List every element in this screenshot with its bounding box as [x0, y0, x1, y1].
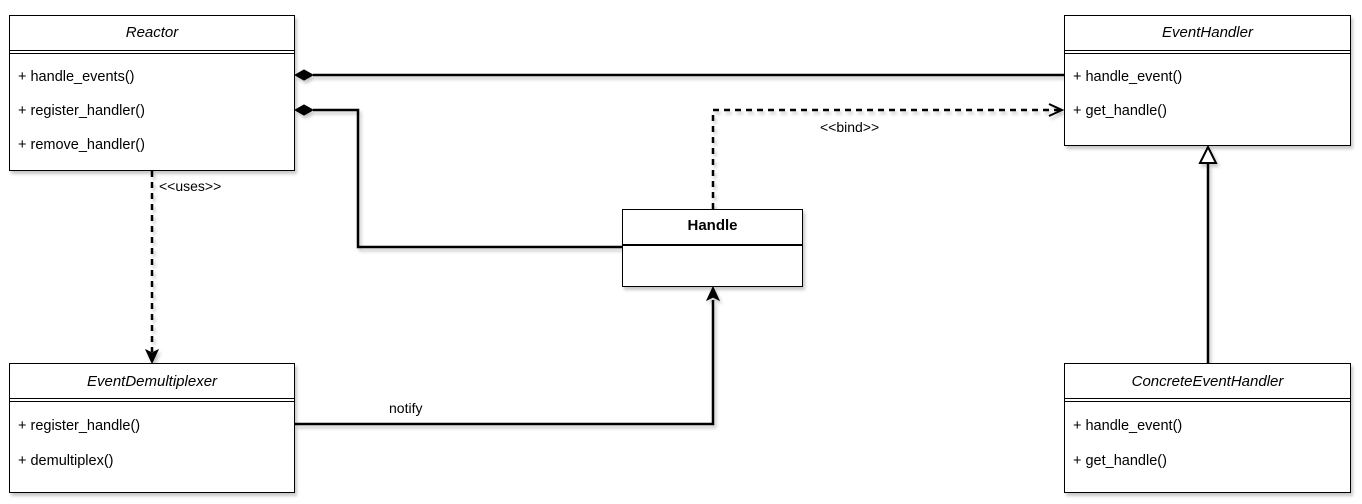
uses-label: <<uses>>	[159, 178, 222, 194]
event-demultiplexer-class-name: EventDemultiplexer	[86, 373, 218, 390]
event-demultiplexer-class[interactable]: EventDemultiplexer + register_handle() +…	[9, 363, 295, 493]
handle-class-name: Handle	[687, 217, 738, 234]
concrete-event-handler-method-get-handle: + get_handle()	[1073, 453, 1167, 469]
handle-divider	[623, 244, 802, 246]
reactor-handle-composition	[293, 104, 622, 249]
reactor-method-register-handler: + register_handler()	[18, 103, 145, 119]
concrete-event-handler-method-handle-event: + handle_event()	[1073, 418, 1183, 434]
notify-association-arrow	[295, 285, 721, 426]
notify-label: notify	[389, 400, 423, 416]
event-handler-class[interactable]: EventHandler + handle_event() + get_hand…	[1064, 15, 1351, 146]
reactor-eventhandler-composition	[293, 69, 1064, 81]
concrete-event-handler-divider	[1065, 398, 1350, 402]
uses-dependency-arrow	[144, 171, 160, 365]
reactor-divider	[10, 50, 294, 54]
reactor-class-name: Reactor	[125, 24, 179, 41]
event-handler-divider	[1065, 50, 1350, 54]
reactor-method-remove-handler: + remove_handler()	[18, 137, 145, 153]
bind-label: <<bind>>	[820, 119, 880, 135]
event-demultiplexer-divider	[10, 398, 294, 402]
handle-class[interactable]: Handle	[622, 209, 803, 287]
concrete-event-handler-class-name: ConcreteEventHandler	[1131, 373, 1284, 390]
reactor-class[interactable]: Reactor + handle_events() + register_han…	[9, 15, 295, 171]
reactor-method-handle-events: + handle_events()	[18, 69, 135, 85]
event-handler-method-handle-event: + handle_event()	[1073, 69, 1183, 85]
concrete-event-handler-class[interactable]: ConcreteEventHandler + handle_event() + …	[1064, 363, 1351, 493]
event-demultiplexer-method-demultiplex: + demultiplex()	[18, 453, 114, 469]
bind-dependency-arrow	[711, 103, 1065, 209]
event-demultiplexer-method-register-handle: + register_handle()	[18, 418, 141, 434]
inheritance-arrow	[1198, 144, 1218, 363]
event-handler-class-name: EventHandler	[1162, 24, 1253, 41]
event-handler-method-get-handle: + get_handle()	[1073, 103, 1167, 119]
